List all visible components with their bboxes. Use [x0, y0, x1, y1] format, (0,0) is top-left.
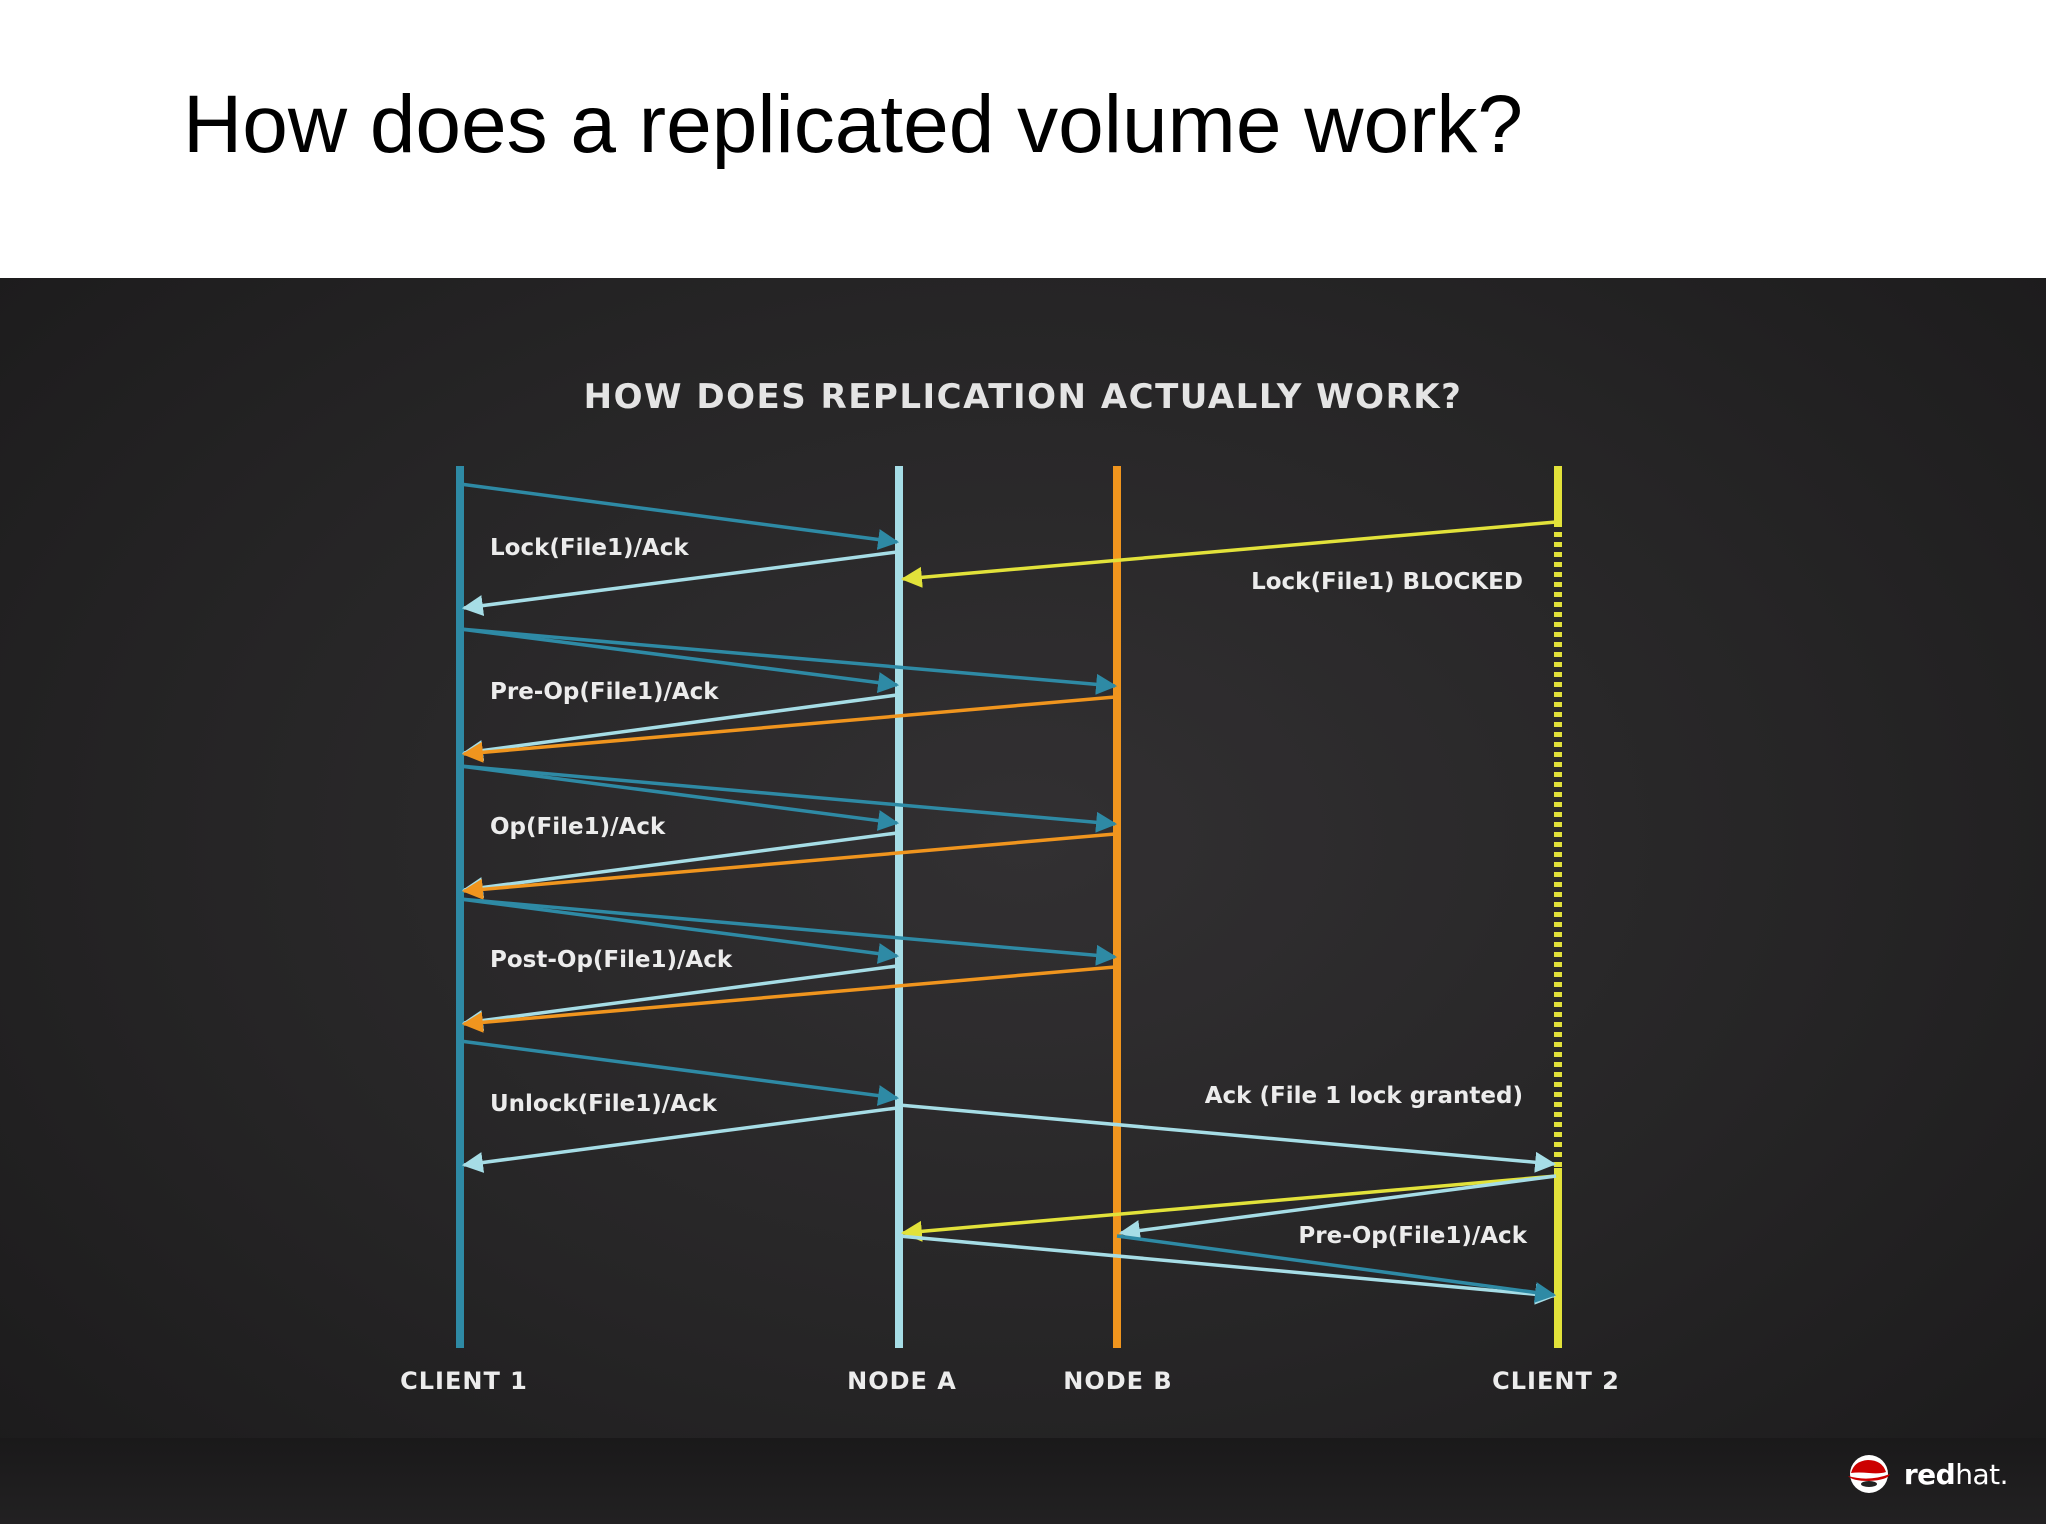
diagram-panel: HOW DOES REPLICATION ACTUALLY WORK?	[0, 278, 2046, 1524]
msg-preop-to-nodeA	[459, 627, 900, 694]
msg-postop-ack-nodeA	[461, 964, 898, 1031]
msg-preop-ack-nodeA	[461, 693, 898, 761]
logo-text-light: hat.	[1955, 1457, 2008, 1491]
redhat-logo: redhat.	[1844, 1454, 2008, 1494]
msg-lock-request	[459, 482, 900, 550]
footer-bar	[0, 1438, 2046, 1524]
label-postop: Post-Op(File1)/Ack	[490, 947, 733, 973]
label-lock-blocked: Lock(File1) BLOCKED	[1251, 569, 1523, 595]
label-client2-preop: Pre-Op(File1)/Ack	[1298, 1223, 1527, 1249]
slide-title: How does a replicated volume work?	[183, 79, 1523, 170]
msg-op-to-nodeA	[459, 764, 900, 831]
msg-op-to-nodeB	[459, 764, 1118, 833]
msg-postop-ack-nodeB	[461, 965, 1116, 1033]
msg-client2-preop-to-nodeA	[900, 1174, 1557, 1242]
msg-client2-preop-ack-nodeB	[1116, 1234, 1557, 1303]
msg-unlock-ack	[461, 1106, 898, 1173]
msg-client2-preop-ack-nodeA	[898, 1234, 1557, 1305]
redhat-wordmark: redhat.	[1903, 1457, 2009, 1491]
participant-nodeB-label: NODE B	[1063, 1367, 1172, 1395]
diagram-title: HOW DOES REPLICATION ACTUALLY WORK?	[584, 377, 1463, 417]
msg-client2-lock-blocked	[900, 520, 1557, 588]
shadowman-icon	[1847, 1455, 1890, 1493]
msg-op-ack-nodeB	[461, 832, 1116, 900]
msg-postop-to-nodeA	[459, 897, 900, 964]
msg-preop-to-nodeB	[459, 627, 1118, 695]
msg-client2-preop-to-nodeB	[1118, 1174, 1557, 1241]
label-lock-granted: Ack (File 1 lock granted)	[1205, 1083, 1523, 1109]
logo-text-bold: red	[1903, 1457, 1956, 1491]
msg-lock-granted	[898, 1103, 1557, 1173]
label-lock: Lock(File1)/Ack	[490, 535, 689, 561]
sequence-diagram: HOW DOES REPLICATION ACTUALLY WORK?	[400, 377, 1620, 1395]
msg-postop-to-nodeB	[459, 897, 1118, 966]
label-op: Op(File1)/Ack	[490, 814, 666, 840]
label-unlock: Unlock(File1)/Ack	[490, 1091, 718, 1117]
participant-client1-label: CLIENT 1	[400, 1367, 528, 1395]
msg-unlock-request	[459, 1039, 900, 1106]
msg-op-ack-nodeA	[461, 831, 898, 898]
msg-lock-ack	[461, 550, 898, 616]
participant-nodeA-label: NODE A	[847, 1367, 957, 1395]
label-preop: Pre-Op(File1)/Ack	[490, 679, 719, 705]
participant-client2-label: CLIENT 2	[1492, 1367, 1620, 1395]
msg-preop-ack-nodeB	[461, 695, 1116, 763]
